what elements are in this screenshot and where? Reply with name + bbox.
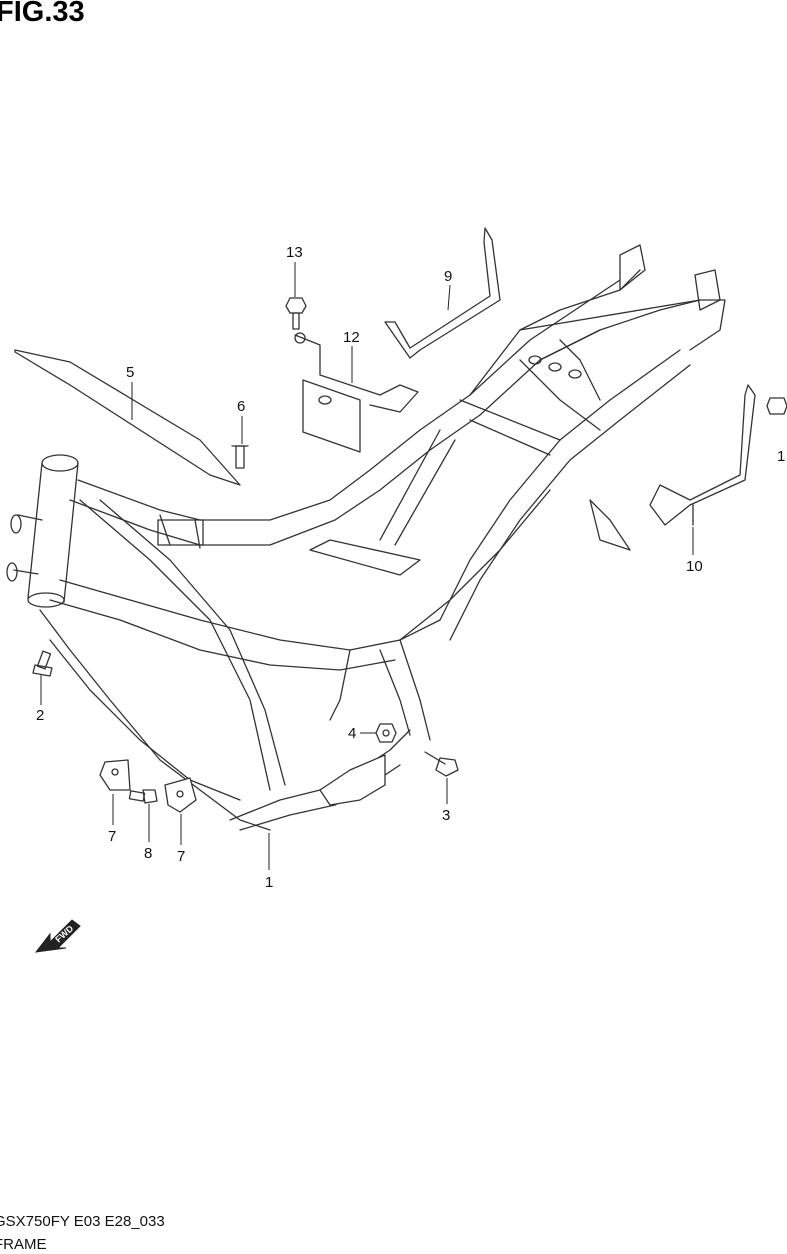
callout-10: 10 [686,558,703,575]
bolt-part-8 [128,789,158,804]
engine-cradle [39,499,431,831]
forward-arrow-icon: FWD [34,919,81,953]
bracket-part-12 [294,332,419,453]
bolt-part-6 [231,445,249,469]
rear-subframe [399,244,726,641]
frame-brace-part-5 [14,349,241,486]
model-code: GSX750FY E03 E28_033 [0,1213,165,1230]
callout-6: 6 [237,398,245,415]
callout-11: 1 [777,448,785,465]
bolt-part-13 [285,297,307,330]
figure-caption: FRAME [0,1236,47,1253]
callout-4: 4 [348,725,356,742]
callout-2: 2 [36,707,44,724]
callout-12: 12 [343,329,360,346]
callout-7-right: 7 [177,848,185,865]
bracket-part-10 [649,384,756,526]
steering-head-tube [6,454,79,608]
bolt-part-2 [32,650,53,677]
cross-members [309,399,561,576]
callout-1: 1 [265,874,273,891]
nut-part-4 [375,723,397,743]
callout-3: 3 [442,807,450,824]
callout-9: 9 [444,268,452,285]
rail-part-9 [384,227,501,359]
callout-13: 13 [286,244,303,261]
plate-part-7-left [99,759,131,791]
main-spars [49,279,621,671]
bolt-part-3 [424,751,459,777]
callout-labels: 13 9 12 5 6 1 10 2 4 3 7 8 7 1 [36,244,785,891]
callout-8: 8 [144,845,152,862]
callout-7-left: 7 [108,828,116,845]
leader-lines [40,262,694,870]
frame-drawing [6,227,787,831]
bolt-part-11 [766,397,787,415]
callout-5: 5 [126,364,134,381]
plate-part-7-right [164,777,197,813]
figure-title: FIG.33 [0,0,85,28]
